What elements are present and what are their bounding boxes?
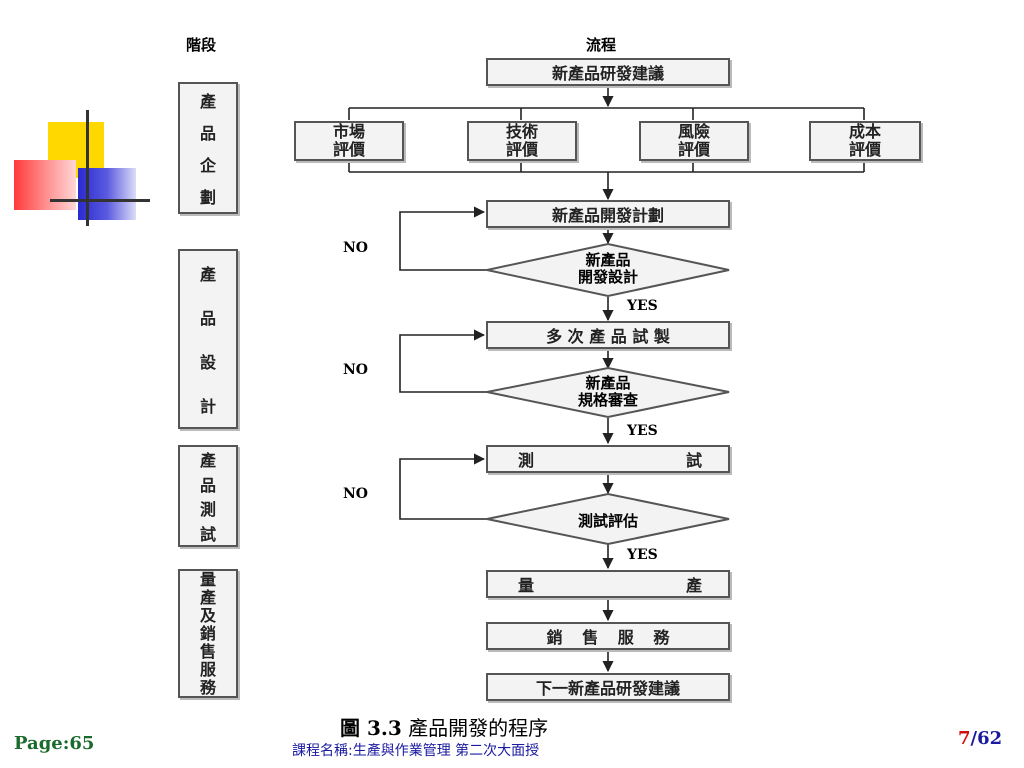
box-sales-service: 銷 售 服 務 bbox=[486, 622, 730, 650]
figure-caption: 圖 3.3 產品開發的程序 bbox=[340, 712, 548, 741]
eval-line1: 成本 bbox=[848, 122, 881, 141]
box-risk-evaluation: 風險 評價 bbox=[639, 121, 749, 161]
decision-line1: 新產品 bbox=[585, 374, 631, 392]
no-loop-2 bbox=[399, 329, 488, 393]
eval-line1: 風險 bbox=[677, 122, 710, 141]
process-header: 流程 bbox=[586, 36, 617, 54]
stage-char: 產 bbox=[199, 588, 216, 607]
decision-test-diamond bbox=[486, 492, 730, 546]
yes-label-2: YES bbox=[627, 423, 658, 439]
box-technology-evaluation: 技術 評價 bbox=[467, 121, 577, 161]
decision-spec-label: 新產品 規格審查 bbox=[540, 375, 676, 409]
eval-line2: 評價 bbox=[332, 140, 365, 159]
box-suggestion: 新產品研發建議 bbox=[486, 58, 730, 86]
decor-vertical-line bbox=[86, 110, 89, 226]
box-next-suggestion: 下一新產品研發建議 bbox=[486, 673, 730, 701]
total-slides: /62 bbox=[970, 728, 1003, 749]
stage-char: 產 bbox=[199, 265, 216, 284]
mass-right-char: 產 bbox=[685, 576, 702, 595]
decision-spec-diamond bbox=[486, 366, 730, 419]
decor-horizontal-line bbox=[50, 199, 150, 202]
stage-char: 計 bbox=[199, 397, 216, 416]
slide-number: 7/62 bbox=[958, 728, 1002, 749]
eval-line2: 評價 bbox=[505, 140, 538, 159]
stage-header: 階段 bbox=[186, 36, 217, 54]
stage-char: 售 bbox=[199, 642, 216, 661]
stage-mass-production-sales: 量 產 及 銷 售 服 務 bbox=[178, 569, 238, 698]
stage-char: 量 bbox=[199, 570, 216, 589]
current-slide: 7 bbox=[958, 728, 971, 749]
stage-char: 劃 bbox=[199, 188, 216, 207]
decision-design-label: 新產品 開發設計 bbox=[540, 252, 676, 286]
no-loop-1 bbox=[399, 206, 488, 271]
stage-char: 品 bbox=[199, 124, 216, 143]
yes-label-3: YES bbox=[627, 547, 658, 563]
eval-line1: 市場 bbox=[332, 122, 365, 141]
no-label-2: NO bbox=[343, 362, 368, 378]
no-loop-3 bbox=[399, 453, 488, 520]
decision-line2: 開發設計 bbox=[577, 268, 638, 286]
stage-char: 服 bbox=[199, 660, 216, 679]
stage-char: 試 bbox=[199, 524, 216, 544]
eval-line2: 評價 bbox=[848, 140, 881, 159]
decision-line2: 規格審查 bbox=[577, 391, 638, 409]
decision-line1: 新產品 bbox=[585, 251, 631, 269]
stage-planning: 產 品 企 劃 bbox=[178, 82, 238, 214]
caption-figure-number: 圖 3.3 bbox=[340, 716, 402, 740]
box-development-plan: 新產品開發計劃 bbox=[486, 200, 730, 228]
stage-char: 品 bbox=[199, 309, 216, 328]
stage-char: 產 bbox=[199, 451, 216, 471]
stage-char: 企 bbox=[199, 156, 216, 175]
stage-design: 產 品 設 計 bbox=[178, 249, 238, 429]
caption-title: 產品開發的程序 bbox=[408, 716, 549, 740]
mass-left-char: 量 bbox=[518, 576, 535, 595]
stage-char: 銷 bbox=[199, 624, 216, 643]
box-mass-production: 量 產 bbox=[486, 570, 730, 598]
stage-char: 品 bbox=[199, 475, 216, 495]
page-label: Page:65 bbox=[14, 733, 95, 754]
box-prototype: 多 次 產 品 試 製 bbox=[486, 321, 730, 349]
test-left-char: 測 bbox=[518, 451, 535, 470]
stage-char: 產 bbox=[199, 92, 216, 111]
no-label-1: NO bbox=[343, 240, 368, 256]
eval-line1: 技術 bbox=[505, 122, 538, 141]
stage-testing: 產 品 測 試 bbox=[178, 445, 238, 547]
test-right-char: 試 bbox=[685, 451, 702, 470]
box-market-evaluation: 市場 評價 bbox=[294, 121, 404, 161]
decision-design-diamond bbox=[486, 242, 730, 298]
stage-char: 及 bbox=[199, 606, 216, 625]
box-testing: 測 試 bbox=[486, 445, 730, 473]
yes-label-1: YES bbox=[627, 298, 658, 314]
stage-char: 測 bbox=[199, 500, 216, 520]
no-label-3: NO bbox=[343, 486, 368, 502]
course-name: 課程名稱:生產與作業管理 第二次大面授 bbox=[292, 743, 540, 759]
box-cost-evaluation: 成本 評價 bbox=[809, 121, 921, 161]
stage-char: 設 bbox=[199, 353, 216, 372]
decision-test-label: 測試評估 bbox=[577, 512, 638, 530]
eval-line2: 評價 bbox=[677, 140, 710, 159]
stage-char: 務 bbox=[199, 678, 216, 697]
